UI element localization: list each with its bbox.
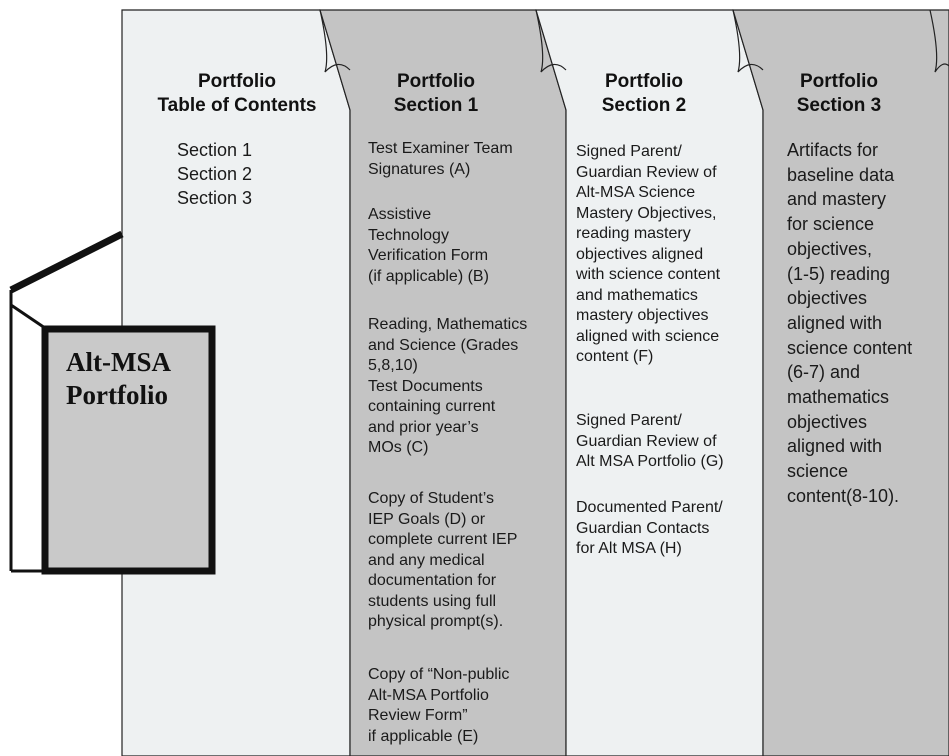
section3-item-artifacts: Artifacts for baseline data and mastery … — [787, 140, 913, 506]
section1-item-c: Reading, Mathematics and Science (Grades… — [368, 316, 528, 456]
curl-4 — [929, 9, 949, 73]
toc-item-section-2: Section 2 — [177, 164, 253, 184]
toc-list: Section 1 Section 2 Section 3 — [177, 138, 252, 210]
toc-item-section-1: Section 1 — [177, 140, 253, 160]
section2-page — [535, 9, 764, 756]
toc-title-line2: Table of Contents — [157, 95, 317, 116]
section2-title-line1: Portfolio — [604, 71, 684, 92]
binder-graphic — [9, 230, 216, 575]
binder-title-line2: Portfolio — [66, 380, 168, 410]
section3-title-line1: Portfolio — [799, 71, 879, 92]
section2-title-line2: Section 2 — [601, 95, 687, 116]
section1-item-d: Copy of Student’s IEP Goals (D) or compl… — [368, 490, 518, 630]
curl-1 — [319, 9, 351, 73]
section2-item-h: Documented Parent/ Guardian Contacts for… — [576, 499, 723, 557]
binder-title-line1: Alt-MSA — [66, 347, 171, 377]
section3-title: Portfolio Section 3 — [759, 70, 919, 118]
section2-item-f: Signed Parent/ Guardian Review of Alt-MS… — [576, 143, 721, 365]
section2-title: Portfolio Section 2 — [564, 70, 724, 118]
curl-3 — [732, 9, 764, 73]
section1-title-line2: Section 1 — [393, 95, 479, 116]
toc-title: Portfolio Table of Contents — [137, 70, 337, 118]
section1-item-e: Copy of “Non-public Alt-MSA Portfolio Re… — [368, 666, 510, 745]
binder-title: Alt-MSA Portfolio — [66, 346, 216, 412]
curl-2 — [535, 9, 567, 73]
section1-title-line1: Portfolio — [396, 71, 476, 92]
section1-title: Portfolio Section 1 — [356, 70, 516, 118]
toc-title-line1: Portfolio — [197, 71, 277, 92]
section1-item-a: Test Examiner Team Signatures (A) — [368, 140, 513, 178]
section3-title-line2: Section 3 — [796, 95, 882, 116]
toc-item-section-3: Section 3 — [177, 188, 253, 208]
section2-item-g: Signed Parent/ Guardian Review of Alt MS… — [576, 412, 724, 470]
section1-item-b: Assistive Technology Verification Form (… — [368, 206, 489, 285]
section3-tab — [732, 9, 949, 756]
